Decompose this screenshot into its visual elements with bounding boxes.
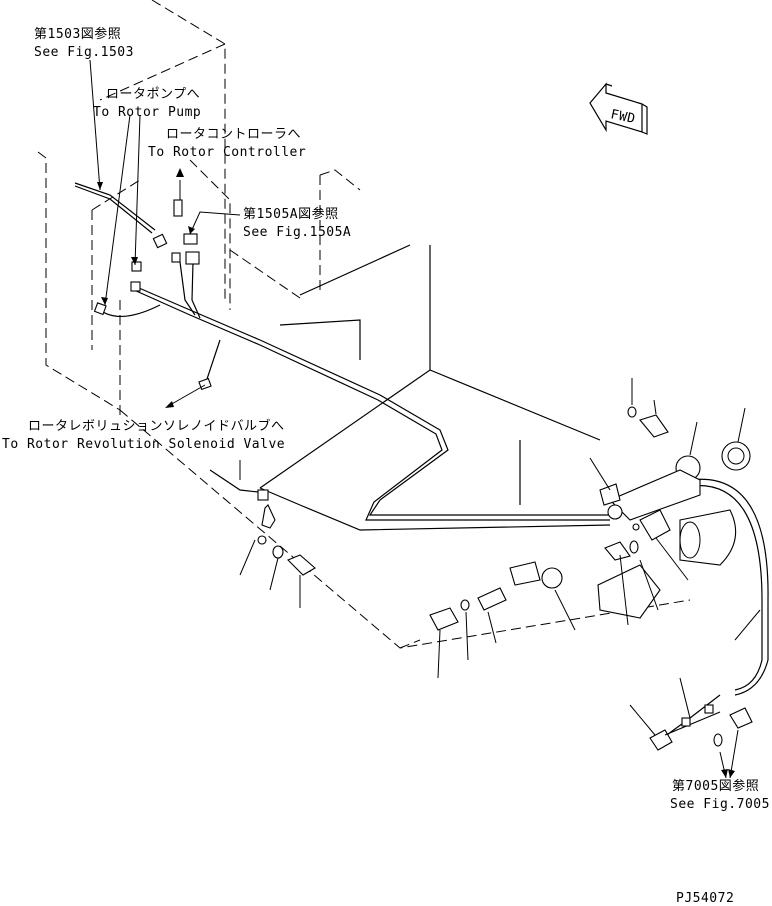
bolt-4 <box>429 607 459 631</box>
ref-1503-jp: 第1503図参照 <box>34 26 121 42</box>
switch-cap <box>599 483 621 506</box>
bolt-1 <box>287 554 316 576</box>
pin <box>632 523 640 531</box>
connector-controller-3 <box>185 251 200 265</box>
solenoid-en: To Rotor Revolution Solenoid Valve <box>2 437 285 452</box>
connector-controller-2 <box>183 233 198 245</box>
switch-body <box>607 504 623 520</box>
bolt-2 <box>639 414 669 438</box>
solenoid-jp: ロータレボリュションソレノイドバルブへ <box>28 418 285 434</box>
sensor-assembly <box>649 704 753 751</box>
floor-plate <box>259 244 601 506</box>
lever-1 <box>639 509 671 541</box>
switch-assembly <box>429 406 751 631</box>
connectors <box>93 199 316 576</box>
washer-4 <box>460 599 470 611</box>
clamp <box>509 561 541 586</box>
lock-washer-1 <box>272 545 284 559</box>
knob-3 <box>541 567 563 589</box>
washer-3 <box>629 540 639 554</box>
grommet <box>257 489 269 501</box>
leader-lines <box>89 59 761 779</box>
ref-1505a-en: See Fig.1505A <box>243 225 351 240</box>
pulley <box>597 564 661 619</box>
arrowheads <box>97 168 735 778</box>
ref-1503-en: See Fig.1503 <box>34 45 134 60</box>
washer-1 <box>257 535 267 545</box>
cylinder <box>679 509 737 566</box>
washer-2 <box>627 406 637 418</box>
connector-3 <box>130 281 141 292</box>
connector-controller-1 <box>173 199 183 217</box>
bolt-3 <box>604 541 631 561</box>
rotor-controller-jp: ロータコントローラへ <box>166 127 301 142</box>
ref-7005-en: See Fig.7005 <box>670 797 770 812</box>
fwd-label: FWD <box>609 107 637 127</box>
ref-1505a-jp: 第1505A図参照 <box>243 206 339 222</box>
connector-pump-1 <box>131 261 142 272</box>
knob-2 <box>721 441 751 471</box>
connector-sensor <box>681 717 691 727</box>
rotor-pump-en: To Rotor Pump <box>93 105 201 120</box>
cab-frame-outline <box>37 0 691 649</box>
connector-1 <box>152 233 168 249</box>
rotor-pump-jp: ロータポンプへ <box>106 87 200 102</box>
connector-pump-2 <box>93 302 107 316</box>
bracket <box>609 469 701 521</box>
fwd-arrow-icon: FWD <box>589 82 648 135</box>
ground-terminal <box>261 504 276 529</box>
connector-sensor-2 <box>704 704 714 714</box>
rotor-controller-en: To Rotor Controller <box>148 145 306 160</box>
washer-5 <box>713 733 723 747</box>
bolt-5 <box>729 707 753 729</box>
ref-7005-jp: 第7005図参照 <box>672 778 759 794</box>
drawing-id: PJ54072 <box>676 891 734 906</box>
plate <box>477 587 507 611</box>
wire-harness <box>74 182 769 741</box>
connector-controller-4 <box>171 252 181 263</box>
